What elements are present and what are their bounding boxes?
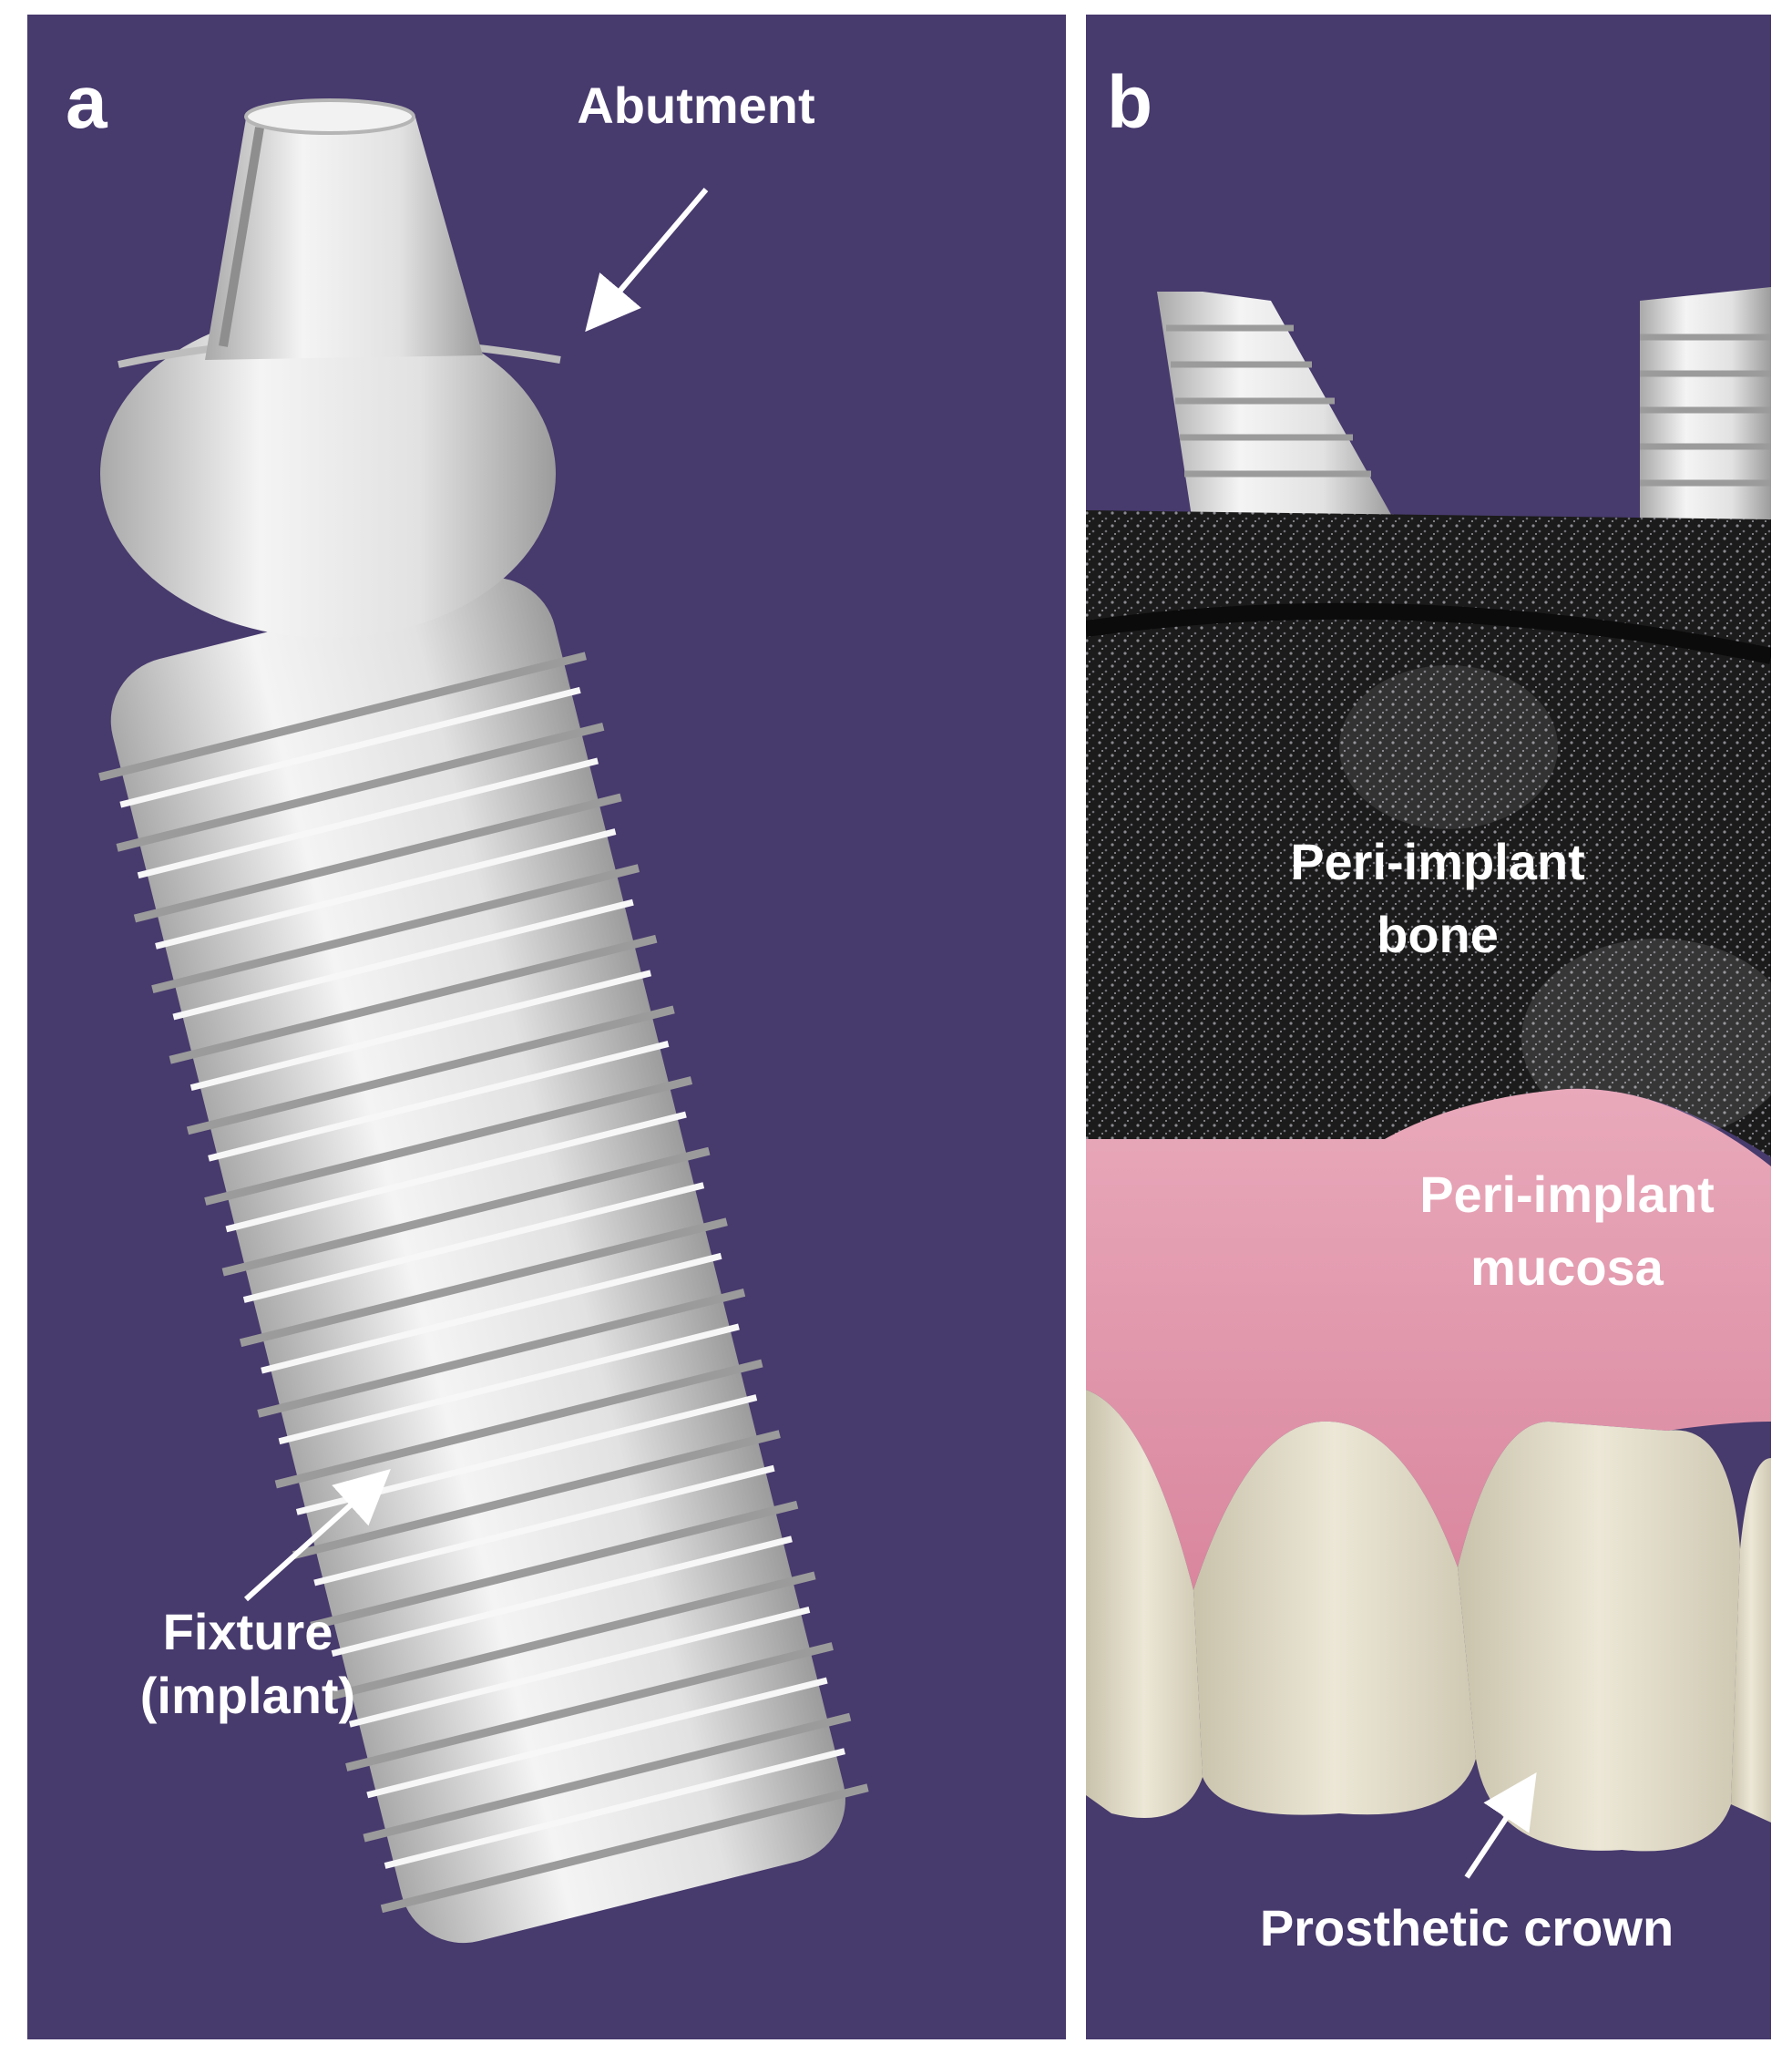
- panel-b: b Peri-implant bone Peri-implant mucosa …: [1086, 15, 1771, 2039]
- mucosa-label-line2: mucosa: [1470, 1238, 1664, 1296]
- implant-head-right: [1640, 287, 1771, 529]
- panel-a-letter: a: [66, 61, 108, 144]
- prosthetic-crown-tooth: [1458, 1422, 1740, 1852]
- bone-label-line2: bone: [1377, 906, 1499, 963]
- tooth-right: [1731, 1458, 1771, 1823]
- dental-model: [1086, 287, 1771, 1852]
- panel-b-letter: b: [1107, 61, 1152, 144]
- crown-arrow: [1464, 1772, 1537, 1879]
- bone-label-line1: Peri-implant: [1290, 833, 1585, 890]
- fixture-arrow: [243, 1468, 391, 1602]
- panel-a: a Abutment Fixture (implant): [27, 15, 1066, 2039]
- implant-illustration: [98, 98, 869, 1944]
- tooth-left: [1086, 1390, 1203, 1818]
- crown-label: Prosthetic crown: [1260, 1899, 1674, 1956]
- abutment-post: [205, 103, 483, 361]
- fixture-threads: [98, 652, 869, 1914]
- abutment-label: Abutment: [577, 77, 814, 134]
- peri-implant-bone: [1086, 510, 1771, 1157]
- fixture-label-line2: (implant): [140, 1667, 355, 1724]
- fixture-label-line1: Fixture: [163, 1603, 333, 1660]
- tooth-center: [1193, 1421, 1476, 1815]
- fixture-body: [98, 577, 869, 1944]
- implant-head-left: [1157, 292, 1394, 529]
- peri-implant-mucosa: [1086, 1088, 1771, 1590]
- abutment-arrow: [585, 188, 709, 333]
- mucosa-label-line1: Peri-implant: [1419, 1165, 1715, 1223]
- fixture-thread-crests: [119, 686, 845, 1869]
- abutment-collar: [100, 310, 556, 638]
